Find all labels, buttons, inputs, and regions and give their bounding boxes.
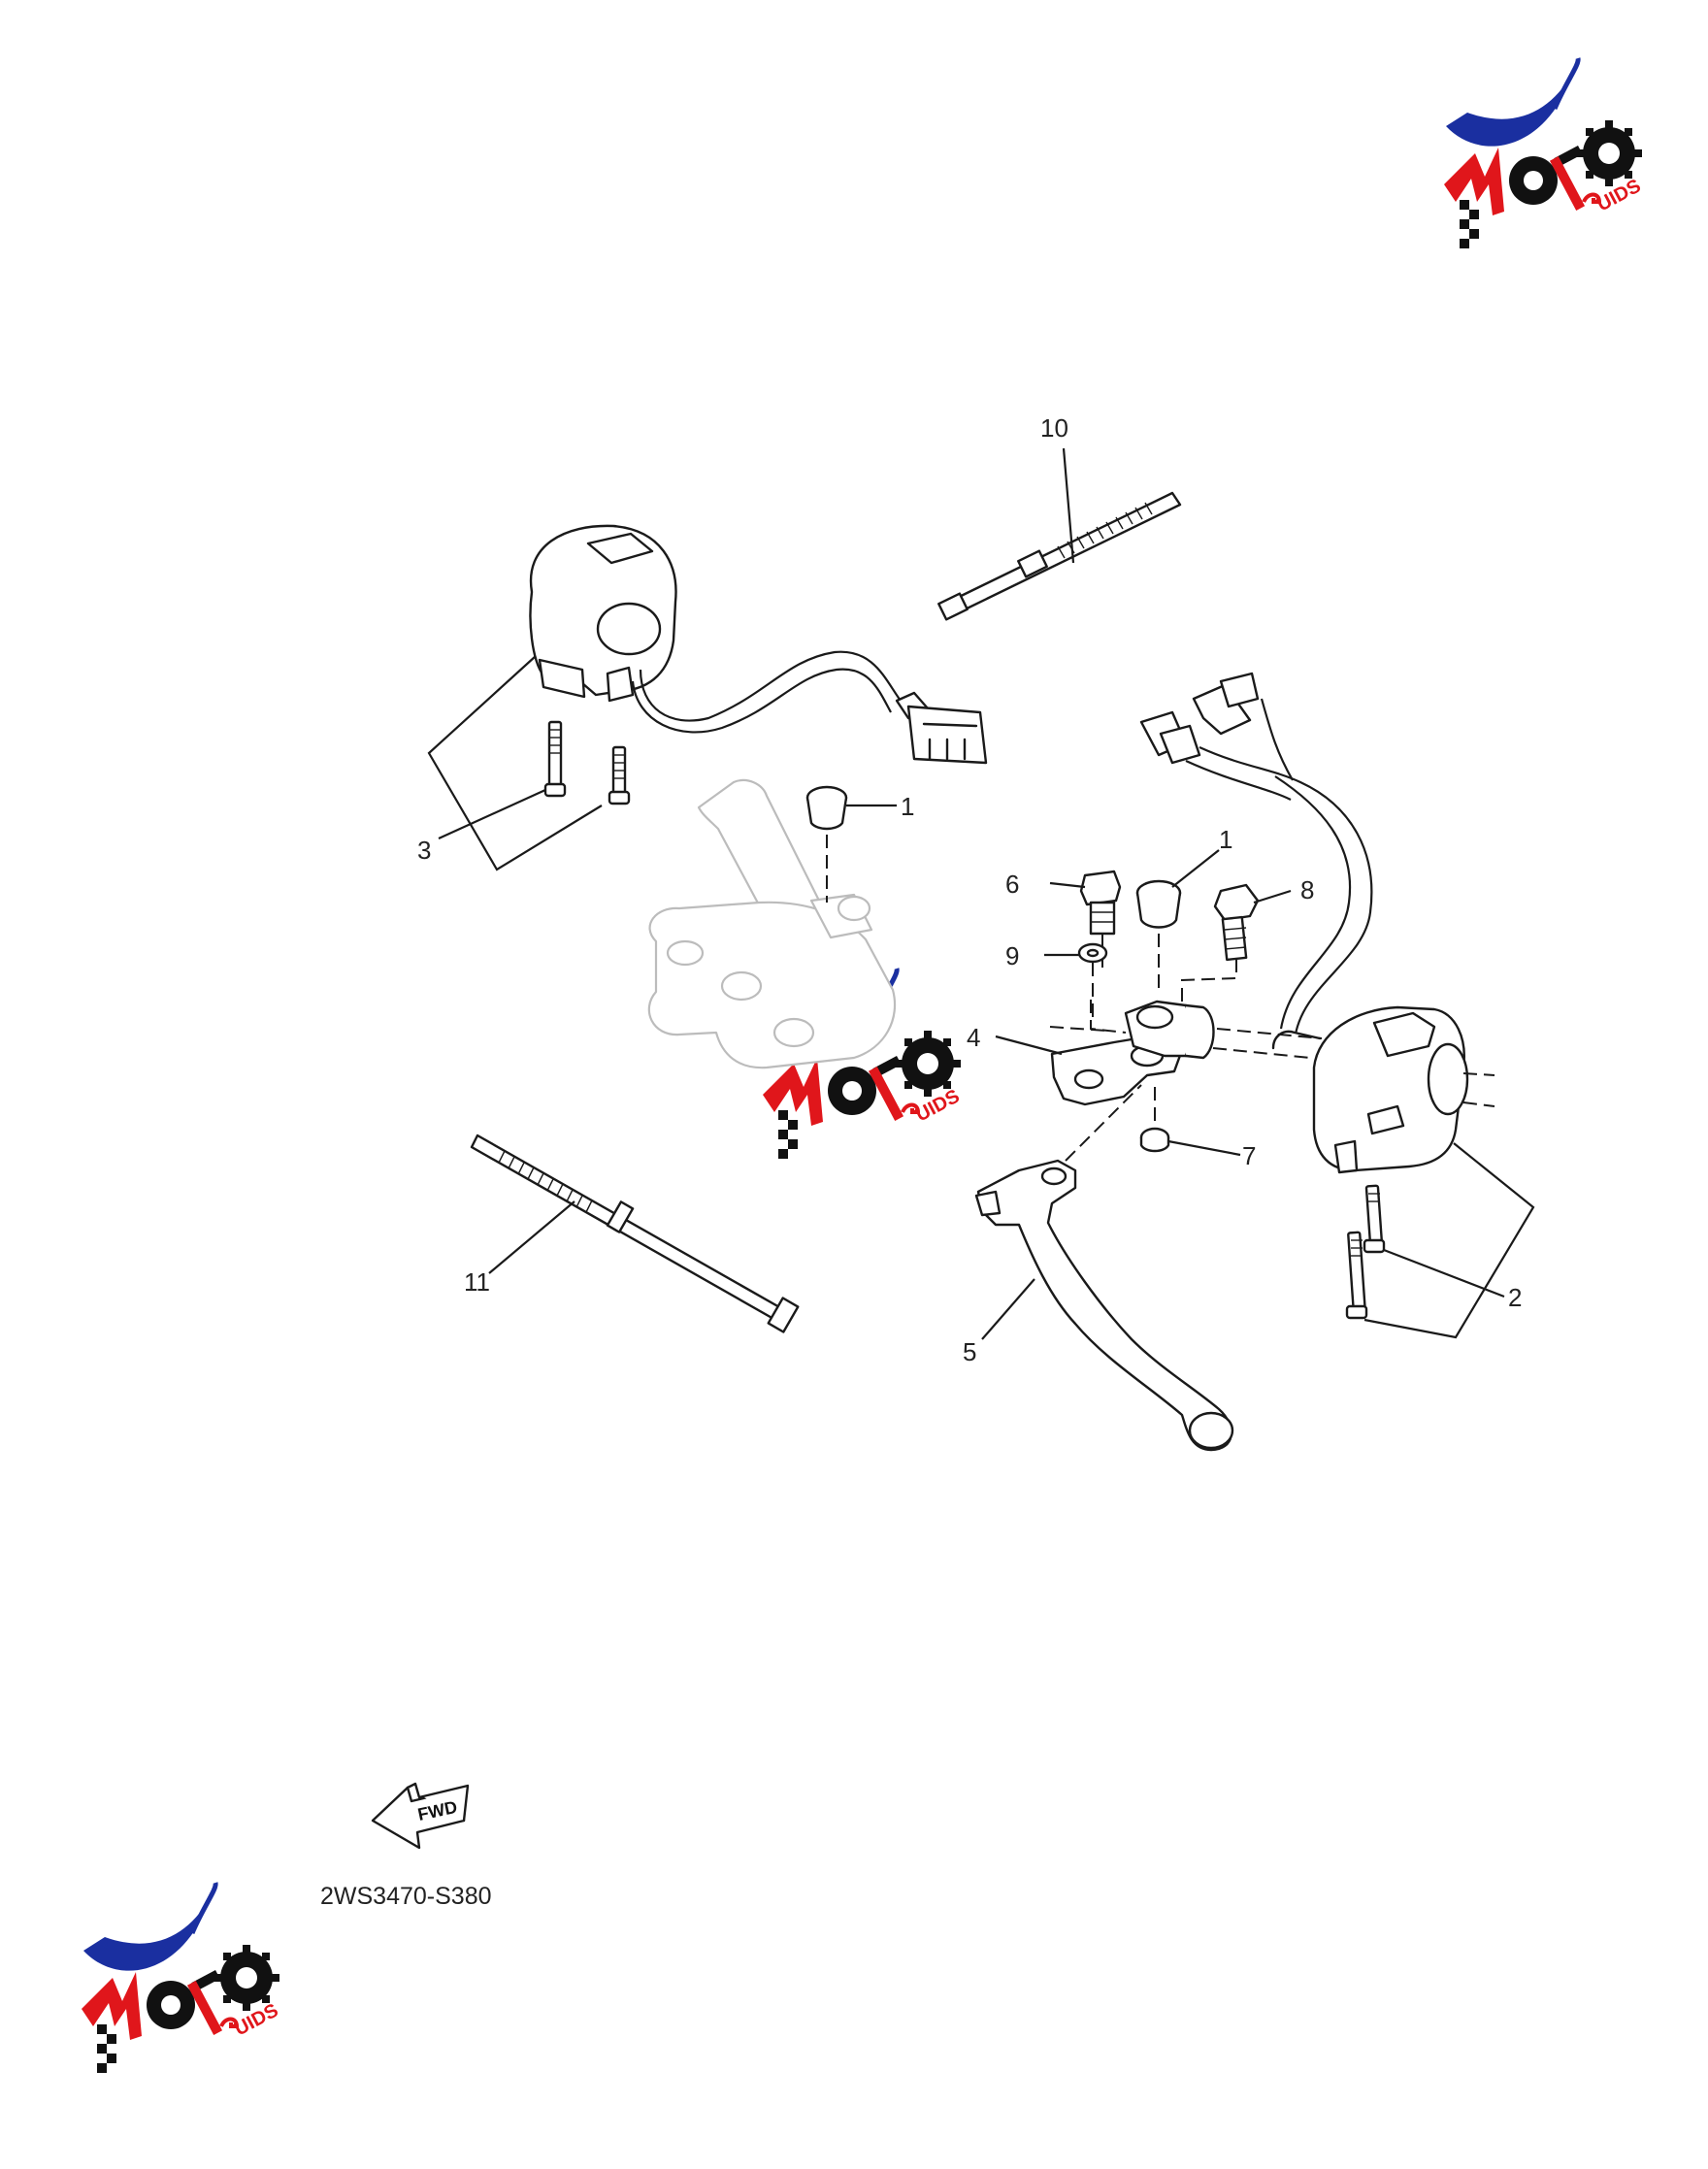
callout-2: 2 xyxy=(1508,1283,1522,1312)
callout-7: 7 xyxy=(1242,1141,1256,1170)
left-switch-screws xyxy=(427,655,631,871)
lever-fasteners xyxy=(1077,870,1260,1153)
callout-leaders xyxy=(488,447,1292,1340)
brand-watermark-logo xyxy=(1444,58,1645,248)
callout-5: 5 xyxy=(963,1337,976,1366)
diagram-reference-code: 2WS3470-S380 xyxy=(320,1883,492,1910)
left-handlebar-switch xyxy=(529,524,988,765)
throttle-grip-housing xyxy=(647,778,897,1069)
lever-bracket xyxy=(1049,1000,1495,1107)
forward-direction-arrow: FWD xyxy=(371,1782,470,1850)
callout-4: 4 xyxy=(967,1023,980,1052)
cable-tie-lower xyxy=(470,1134,800,1333)
clutch-lever xyxy=(974,1084,1234,1452)
cap-left xyxy=(805,785,897,903)
cable-tie-upper xyxy=(937,491,1182,621)
callout-3: 3 xyxy=(417,836,431,865)
callout-1-right: 1 xyxy=(1219,825,1232,854)
right-handlebar-switch xyxy=(1271,1005,1469,1174)
callout-10: 10 xyxy=(1040,413,1068,443)
right-wire-harness xyxy=(1139,672,1373,1041)
callout-11: 11 xyxy=(464,1267,490,1297)
right-switch-screws xyxy=(1345,1142,1535,1339)
callout-1-left: 1 xyxy=(901,792,914,821)
callout-6: 6 xyxy=(1005,870,1019,899)
brand-watermark-logo xyxy=(82,1883,282,2073)
callout-8: 8 xyxy=(1300,875,1314,904)
callout-9: 9 xyxy=(1005,941,1019,970)
